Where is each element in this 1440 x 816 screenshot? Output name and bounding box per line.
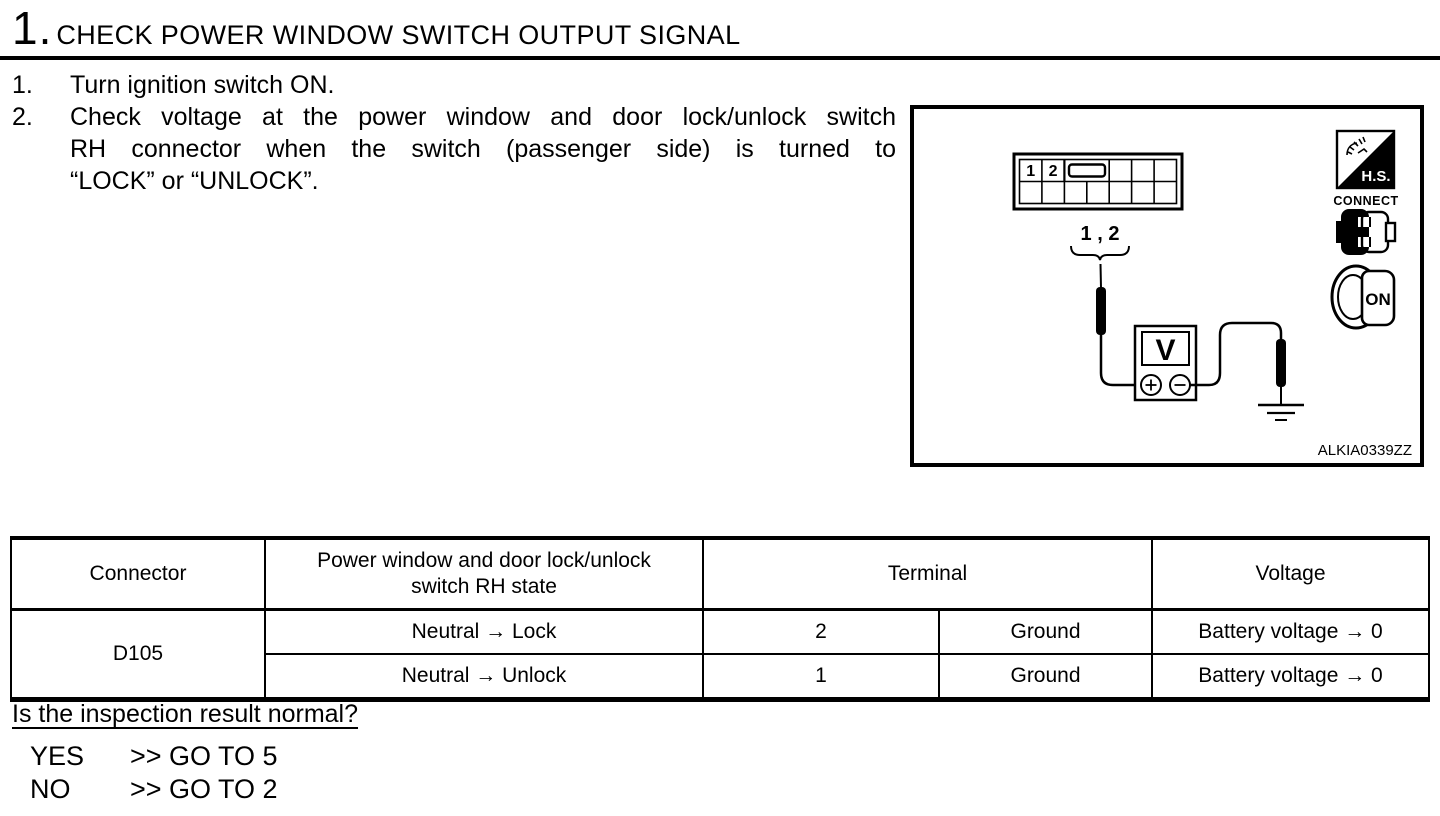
state-cell: Neutral → Lock <box>264 608 704 655</box>
table: Connector Power window and door lock/unl… <box>10 536 1431 702</box>
terminal-cell: 1 <box>702 653 940 701</box>
voltage-cell: Battery voltage → 0 <box>1151 653 1431 701</box>
figure-code: ALKIA0339ZZ <box>1318 442 1412 459</box>
section-number: 1. <box>12 2 53 54</box>
brace <box>1070 245 1130 261</box>
col-header-connector: Connector <box>10 537 266 611</box>
test-probe-icon <box>1096 263 1141 387</box>
harness-glyph <box>1346 136 1368 156</box>
section-title: 1. CHECK POWER WINDOW SWITCH OUTPUT SIGN… <box>12 0 741 56</box>
step-text-line: RH connector when the switch (passenger … <box>70 135 896 163</box>
hs-label: H.S. <box>1361 168 1390 185</box>
pin-number: 2 <box>1049 163 1058 180</box>
minus-terminal <box>1169 374 1191 396</box>
step-text: Turn ignition switch ON. <box>70 71 335 99</box>
wiring-check-figure: 1 2 1 , 2 V <box>910 105 1424 467</box>
terminal-ref-cell: Ground <box>937 653 1154 701</box>
ignition-key-on-icon: ON <box>1330 264 1396 330</box>
result-answer: NO <box>30 774 71 804</box>
ignition-position-label: ON <box>1365 290 1391 309</box>
plus-terminal <box>1140 374 1162 396</box>
col-header-terminal: Terminal <box>701 537 1154 611</box>
instruction-step-2: 2. Check voltage at the power window and… <box>12 101 896 197</box>
terminal-cell: 2 <box>702 608 940 655</box>
result-answer: YES <box>30 741 85 771</box>
title-divider <box>0 56 1440 60</box>
figure-canvas: 1 2 1 , 2 V <box>1012 129 1412 459</box>
connect-icon <box>1336 209 1397 255</box>
header-row: Connector Power window and door lock/unl… <box>10 537 1431 611</box>
col-header-switch-state: Power window and door lock/unlock switch… <box>264 537 704 611</box>
result-no: NO >> GO TO 2 <box>30 773 278 806</box>
step-number: 2. <box>12 103 33 131</box>
table-row: Neutral → Unlock 1 Ground Battery voltag… <box>11 653 1431 701</box>
section-heading: CHECK POWER WINDOW SWITCH OUTPUT SIGNAL <box>56 20 741 50</box>
instruction-list: 1. Turn ignition switch ON. 2. Check vol… <box>12 69 896 197</box>
probed-pins-label: 1 , 2 <box>1081 223 1120 245</box>
result-action: >> GO TO 2 <box>130 774 278 804</box>
col-header-voltage: Voltage <box>1151 537 1431 611</box>
meter-display: V <box>1155 334 1175 367</box>
instruction-step-1: 1. Turn ignition switch ON. <box>12 69 896 101</box>
ground-wire <box>1190 321 1283 387</box>
voltage-cell: Battery voltage → 0 <box>1151 608 1431 655</box>
pin-number: 1 <box>1026 163 1035 180</box>
connect-label: CONNECT <box>1333 194 1398 208</box>
hs-badge-icon: H.S. <box>1335 129 1396 190</box>
voltmeter-icon: V <box>1133 324 1198 402</box>
connector-pinout-icon: 1 2 <box>1012 152 1184 211</box>
table-row: D105 Neutral → Lock 2 Ground Battery vol… <box>10 608 1431 701</box>
test-probe-icon <box>1276 339 1286 404</box>
ground-icon <box>1258 403 1304 421</box>
voltage-spec-table: Connector Power window and door lock/unl… <box>10 536 1431 702</box>
result-yes: YES >> GO TO 5 <box>30 740 278 773</box>
step-number: 1. <box>12 71 33 99</box>
result-actions: YES >> GO TO 5 NO >> GO TO 2 <box>30 740 278 806</box>
connector-cell: D105 <box>10 608 266 701</box>
step-text-line: Check voltage at the power window and do… <box>70 103 896 131</box>
state-cell: Neutral → Unlock <box>264 653 704 701</box>
terminal-ref-cell: Ground <box>937 608 1154 655</box>
step-text-line: “LOCK” or “UNLOCK”. <box>70 167 319 195</box>
result-action: >> GO TO 5 <box>130 741 278 771</box>
step-text: Check voltage at the power window and do… <box>70 101 896 197</box>
inspection-question: Is the inspection result normal? <box>12 700 359 728</box>
